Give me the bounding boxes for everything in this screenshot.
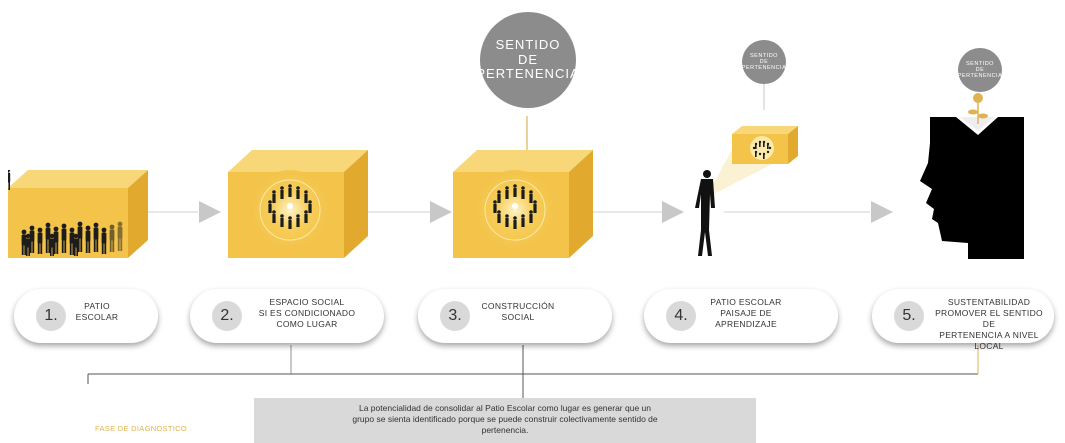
step-label-line: PATIO ESCOLAR — [710, 297, 782, 307]
bubble-line: SENTIDO — [966, 60, 994, 67]
bubble-sentido-pertenencia: SENTIDO DE PERTENENCIA — [476, 12, 579, 108]
step-label-line: APRENDIZAJE — [715, 319, 777, 329]
arrow-icon — [662, 201, 684, 223]
stem-line — [763, 84, 765, 110]
people-circle-icon — [493, 184, 537, 229]
step-label: SUSTENTABILIDAD PROMOVER EL SENTIDO DE P… — [928, 297, 1050, 352]
person-icon — [695, 170, 715, 256]
step-card-3: 3. CONSTRUCCIÓN SOCIAL — [418, 289, 612, 343]
bubble-line: DE — [759, 58, 769, 65]
step-number: 1. — [36, 301, 66, 331]
step-number: 3. — [440, 301, 470, 331]
note-line: pertenencia. — [481, 425, 529, 435]
cube-espacio-social — [228, 150, 368, 258]
step-label-line: ESPACIO SOCIAL — [269, 297, 345, 307]
crowd-icon — [8, 170, 11, 190]
bubble-sentido-pertenencia: SENTIDO DE PERTENENCIA — [742, 40, 786, 84]
step-label: PATIO ESCOLAR — [74, 301, 120, 323]
note-text: La potencialidad de consolidar al Patio … — [254, 403, 756, 436]
arrow-icon — [430, 201, 452, 223]
cube-construccion-social — [453, 150, 593, 258]
step-label: PATIO ESCOLAR PAISAJE DE APRENDIZAJE — [704, 297, 788, 330]
step-label-line: PATIO — [84, 301, 110, 311]
step-card-4: 4. PATIO ESCOLAR PAISAJE DE APRENDIZAJE — [644, 289, 838, 343]
step-label-line: ESCOLAR — [75, 312, 119, 322]
cube-patio-escolar — [8, 170, 148, 258]
step-label-line: SOCIAL — [501, 312, 535, 322]
step-label-line: PERTENENCIA A NIVEL LOCAL — [939, 330, 1039, 351]
bubble-line: DE — [975, 66, 985, 73]
step-label-line: SI ES CONDICIONADO — [258, 308, 356, 318]
step-card-1: 1. PATIO ESCOLAR — [14, 289, 158, 343]
step-label-line: PAISAJE DE — [720, 308, 772, 318]
step-number: 2. — [212, 301, 242, 331]
step-label-line: COMO LUGAR — [276, 319, 338, 329]
step-label: ESPACIO SOCIAL SI ES CONDICIONADO COMO L… — [252, 297, 362, 330]
arrow-icon — [199, 201, 221, 223]
step-card-2: 2. ESPACIO SOCIAL SI ES CONDICIONADO COM… — [190, 289, 384, 343]
flower-icon — [968, 93, 988, 124]
note-line: grupo se sienta identificado porque se p… — [352, 414, 658, 424]
phase-label: FASE DE DIAGNOSTICO — [95, 424, 187, 433]
bubble-line: DE — [517, 51, 539, 67]
bubble-line: PERTENENCIA — [957, 73, 1003, 80]
step-label-line: CONSTRUCCIÓN — [481, 301, 555, 311]
step-number: 5. — [894, 301, 924, 331]
person-viewing-cube — [695, 126, 798, 256]
head-silhouette-icon — [920, 117, 1024, 259]
bubble-sentido-pertenencia: SENTIDO DE PERTENENCIA — [958, 48, 1002, 92]
note-line: La potencialidad de consolidar al Patio … — [358, 403, 652, 413]
people-circle-icon — [268, 184, 312, 229]
bubble-line: SENTIDO — [750, 52, 778, 59]
step-card-5: 5. SUSTENTABILIDAD PROMOVER EL SENTIDO D… — [872, 289, 1054, 351]
step-label: CONSTRUCCIÓN SOCIAL — [480, 301, 556, 323]
step-number: 4. — [666, 301, 696, 331]
step-label-line: PROMOVER EL SENTIDO DE — [935, 308, 1043, 329]
bubble-line: PERTENENCIA — [741, 65, 787, 72]
conclusion-note: La potencialidad de consolidar al Patio … — [254, 398, 756, 443]
bubble-line: SENTIDO — [495, 36, 561, 52]
arrow-icon — [871, 201, 893, 223]
bubble-line: PERTENENCIA — [476, 66, 580, 82]
step-label-line: SUSTENTABILIDAD — [947, 297, 1031, 307]
